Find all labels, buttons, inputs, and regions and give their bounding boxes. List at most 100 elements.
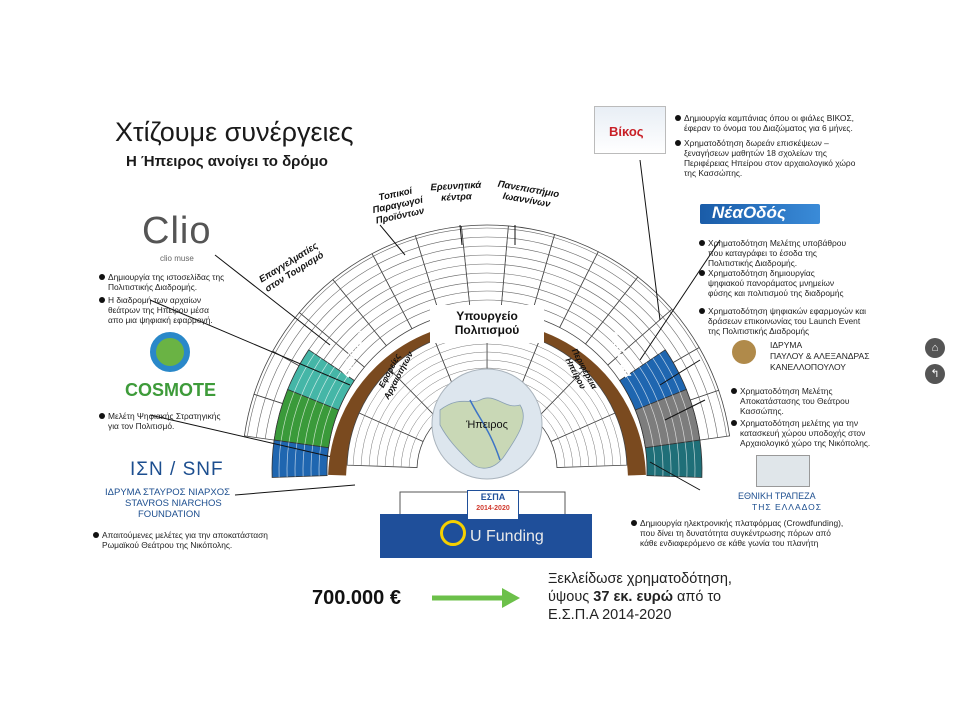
connector-line <box>639 159 661 321</box>
inner-row <box>574 379 603 419</box>
note-snf_1: Απαιτούμενες μελέτες για την αποκατάστασ… <box>102 530 268 550</box>
funding-line2b: 37 εκ. ευρώ <box>593 589 674 605</box>
inner-row <box>376 425 387 467</box>
home-icon[interactable]: ⌂ <box>925 338 945 358</box>
clio-logo-sub: clio muse <box>160 254 194 263</box>
note-vikos_2: Χρηματοδότηση δωρεάν επισκέψεων –ξεναγήσ… <box>684 138 855 178</box>
inner-row <box>601 418 614 466</box>
inner-row <box>557 396 581 429</box>
note-line: της Πολιτιστικής Διαδρομής <box>708 326 810 336</box>
bullet-icon <box>731 388 737 394</box>
inner-row <box>393 345 437 374</box>
kanellopoulos-line3: ΚΑΝΕΛΛΟΠΟΥΛΟΥ <box>770 362 846 372</box>
inner-row <box>386 390 411 426</box>
inner-row <box>442 351 488 361</box>
note-line: Αρχαιολογικό χώρο της Νικόπολης. <box>740 438 871 448</box>
note-line: που δίνει τη δυνατότητα συγκέντρωσης πόρ… <box>640 528 831 538</box>
snf-line2: STAVROS NIARCHOS <box>125 498 222 509</box>
inner-row <box>448 367 488 376</box>
inner-row <box>552 402 574 432</box>
funding-line3: Ε.Σ.Π.Α 2014-2020 <box>548 607 672 623</box>
connector-line <box>149 414 346 461</box>
note-line: Χρηματοδότηση ψηφιακών εφαρμογών και <box>708 306 867 316</box>
neaodos-logo <box>700 204 820 224</box>
note-line: για τον Πολιτισμό. <box>108 421 175 431</box>
sponsor-row <box>310 445 314 477</box>
inner-row <box>568 384 596 423</box>
note-line: Χρηματοδότηση δωρεάν επισκέψεων – <box>684 138 829 148</box>
neaodos-logo-text: ΝέαΟδός <box>712 203 786 222</box>
slide-subtitle: Η Ήπειρος ανοίγει το δρόμο <box>126 153 328 170</box>
note-line: Χρηματοδότηση δημιουργίας <box>708 268 815 278</box>
cosmote-icon <box>150 332 190 372</box>
note-line: κάθε ενδιαφερόμενο σε κάθε γωνία του πλα… <box>640 538 819 548</box>
ministry-label-bg <box>430 305 544 343</box>
label-line: κέντρα <box>441 191 473 204</box>
bullet-icon <box>699 308 705 314</box>
inner-row <box>352 415 365 466</box>
vikos-logo <box>594 106 666 154</box>
note-line: ψηφιακού πανοράματος μνημείων <box>708 278 835 288</box>
bullet-icon <box>675 140 681 146</box>
kanellopoulos-line2: ΠΑΥΛΟΥ & ΑΛΕΞΑΝΔΡΑΣ <box>770 351 870 361</box>
inner-row <box>410 367 446 392</box>
snf-logo: ΙΣΝ / SNF <box>130 459 224 480</box>
map-land-icon <box>439 397 524 469</box>
slide-title: Χτίζουμε συνέργειες <box>115 117 354 147</box>
back-icon[interactable]: ↰ <box>925 364 945 384</box>
inner-row <box>579 373 610 416</box>
inner-row <box>408 407 428 436</box>
inner-row <box>486 367 526 376</box>
sponsor-row <box>278 441 282 478</box>
inner-row <box>594 421 606 466</box>
inner-row <box>371 379 400 419</box>
inner-row <box>445 359 488 369</box>
inner-row <box>384 428 395 467</box>
label-line: Ερευνητικά <box>430 180 482 194</box>
bullet-icon <box>93 532 99 538</box>
note-line: που καταγράφει το έσοδα της <box>708 248 817 258</box>
label-research: Ερευνητικάκέντρα <box>430 180 483 205</box>
connector-line <box>639 239 721 361</box>
snf-line1: ΙΔΡΥΜΑ ΣΤΑΥΡΟΣ ΝΙΑΡΧΟΣ <box>105 487 230 498</box>
inner-row <box>563 390 588 426</box>
bullet-icon <box>99 413 105 419</box>
cosmote-logo: COSMOTE <box>125 380 217 400</box>
funding-line2c: από το <box>673 589 722 605</box>
clio-logo: Clio <box>142 210 212 252</box>
note-line: Χρηματοδότηση Μελέτης <box>740 386 833 396</box>
inner-row <box>541 413 559 439</box>
amount: 700.000 € <box>312 587 401 609</box>
bullet-icon <box>675 115 681 121</box>
note-vikos_1: Δημιουργία καμπάνιας όπου οι φιάλες ΒΙΚΟ… <box>684 113 854 133</box>
inner-row <box>400 434 409 468</box>
inner-row <box>364 373 395 416</box>
sponsor-row <box>280 391 295 442</box>
inner-row <box>537 345 581 374</box>
note-line: Δημιουργία καμπάνιας όπου οι φιάλες ΒΙΚΟ… <box>684 113 854 123</box>
sponsor-block <box>271 439 330 478</box>
connector-line <box>659 359 701 386</box>
note-line: έφεραν το όνομα του Διαζώματος για 6 μήν… <box>684 123 853 133</box>
arrow-head-icon <box>502 588 520 608</box>
note-line: απο μια ψηφιακή εφαρμογή. <box>108 315 213 325</box>
sponsor-row <box>676 443 680 477</box>
inner-row <box>486 359 529 369</box>
bullet-icon <box>99 297 105 303</box>
inner-row <box>486 343 535 354</box>
sponsor-row <box>672 394 686 443</box>
connector-line <box>459 224 463 246</box>
inner-row <box>565 434 574 468</box>
inner-row <box>399 352 440 380</box>
sponsor-row <box>679 391 694 442</box>
note-line: φύσης και πολιτισμού της διαδρομής <box>708 288 844 298</box>
inner-row <box>572 431 582 467</box>
note-line: Μελέτη Ψηφιακής Στρατηγικής <box>108 411 221 421</box>
note-line: κατασκευή χώρου υποδοχής στον <box>740 428 866 438</box>
snf-line3: FOUNDATION <box>138 509 201 520</box>
sponsor-row <box>296 397 310 444</box>
